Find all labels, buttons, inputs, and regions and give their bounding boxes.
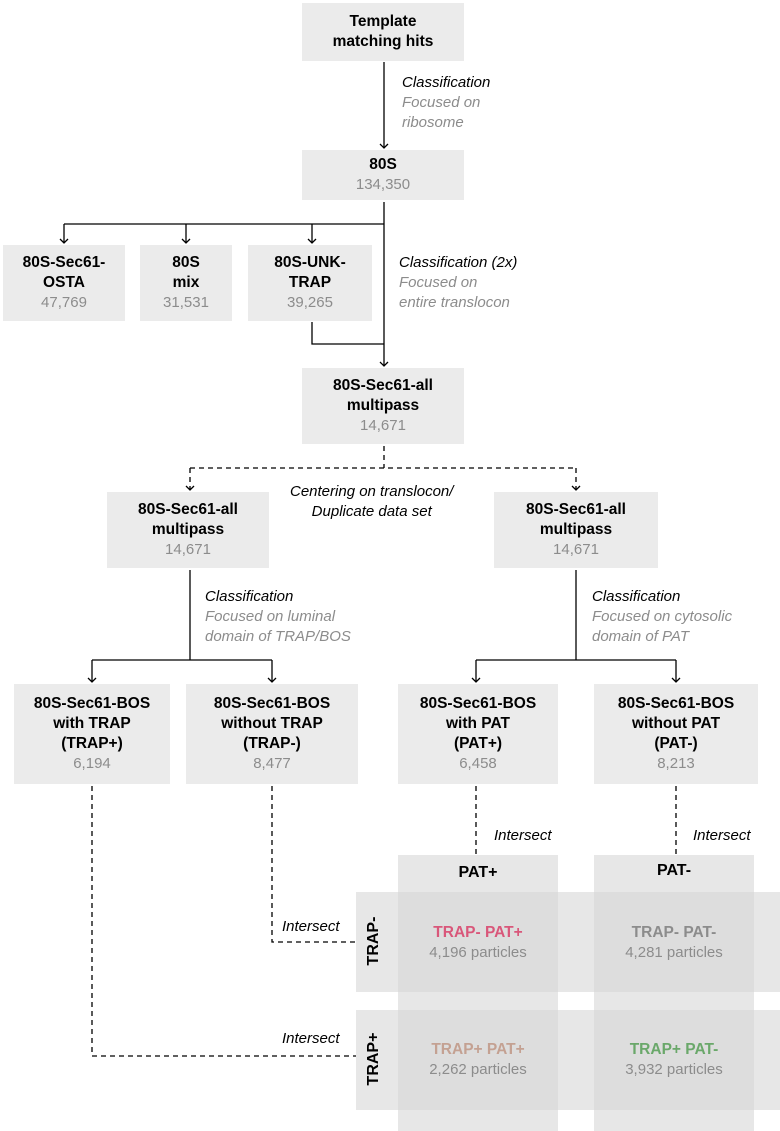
dash-trap-plus-intersect [91,786,356,1057]
dash-trap-minus-intersect [271,786,356,943]
box-pat-plus: 80S-Sec61-BOS with PAT (PAT+) 6,458 [398,684,558,784]
intersect-label-pat-plus: Intersect [494,827,552,844]
cell-trap-minus-pat-minus: TRAP- PAT- 4,281 particles [625,924,723,961]
box-trap-minus: 80S-Sec61-BOS without TRAP (TRAP-) 8,477 [186,684,358,784]
matrix-header-pat-minus: PAT- [656,862,692,879]
matrix-row-trap-plus [356,1010,780,1110]
intersect-label-pat-minus: Intersect [693,827,751,844]
cell-trap-minus-pat-plus: TRAP- PAT+ 4,196 particles [429,924,527,961]
box-80s: 80S 134,350 [302,150,464,200]
note-classification-translocon: Classification (2x) Focused on entire tr… [399,254,518,311]
box-trap-plus: 80S-Sec61-BOS with TRAP (TRAP+) 6,194 [14,684,170,784]
note-centering: Centering on translocon/ Duplicate data … [290,483,454,520]
box-all-multipass-left: 80S-Sec61-all multipass 14,671 [107,492,269,568]
unk-merge-line [311,322,384,345]
note-classification-luminal: Classification Focused on luminal domain… [205,588,351,645]
box-all-multipass-right: 80S-Sec61-all multipass 14,671 [494,492,658,568]
box-pat-minus: 80S-Sec61-BOS without PAT (PAT-) 8,213 [594,684,758,784]
note-classification-ribosome: Classification Focused on ribosome [402,74,491,131]
cell-trap-plus-pat-minus: TRAP+ PAT- 3,932 particles [625,1041,723,1078]
box-osta: 80S-Sec61- OSTA 47,769 [3,245,125,321]
box-template-hits: Template matching hits [302,3,464,61]
matrix-row-label-trap-minus: TRAP- [365,916,382,966]
intersect-label-trap-minus: Intersect [282,918,340,935]
box-all-multipass: 80S-Sec61-all multipass 14,671 [302,368,464,444]
note-classification-cytosolic: Classification Focused on cytosolic doma… [592,588,733,645]
box-unk-trap: 80S-UNK- TRAP 39,265 [248,245,372,321]
box-mix: 80S mix 31,531 [140,245,232,321]
matrix-header-pat-plus: PAT+ [458,864,498,881]
matrix-row-label-trap-plus: TRAP+ [365,1032,382,1086]
matrix-row-trap-minus [356,892,780,992]
intersect-label-trap-plus: Intersect [282,1030,340,1047]
cell-trap-plus-pat-plus: TRAP+ PAT+ 2,262 particles [429,1041,527,1078]
